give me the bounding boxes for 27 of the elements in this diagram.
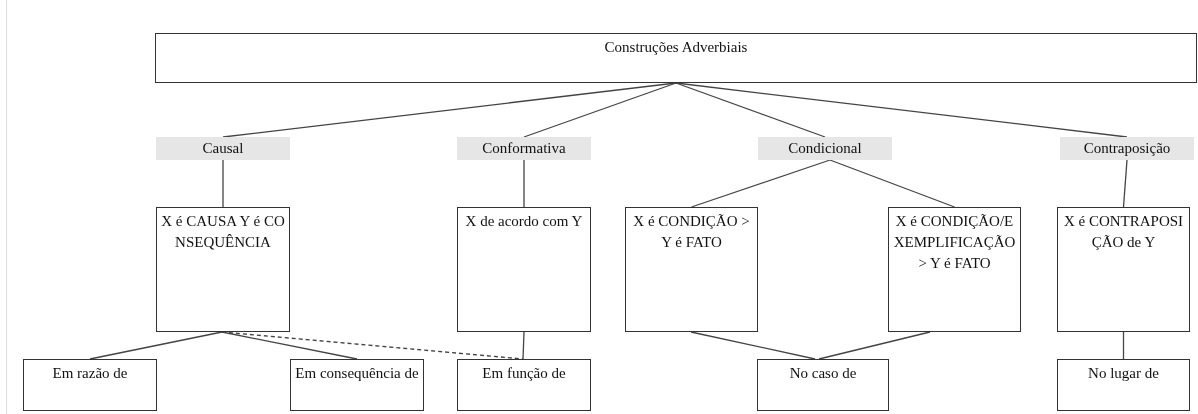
connector-line: [1122, 331, 1125, 360]
connector-line: [690, 331, 816, 360]
connector-line: [675, 82, 826, 138]
concept-box: X é CONDIÇÃO > Y é FATO: [625, 207, 758, 332]
connective-box: Em consequência de: [290, 359, 424, 411]
category-label: Causal: [156, 137, 290, 160]
category-label: Contraposição: [1060, 137, 1194, 160]
connector-line: [829, 159, 956, 208]
connector-line: [1122, 159, 1128, 208]
connector-line: [222, 159, 224, 208]
connector-line: [690, 159, 831, 208]
category-label: Condicional: [758, 137, 892, 160]
category-label: Conformativa: [457, 137, 591, 160]
connector-line: [818, 331, 931, 360]
connective-box: No caso de: [757, 359, 889, 411]
concept-box: X de acordo com Y: [457, 207, 591, 332]
title-box: Construções Adverbiais: [155, 33, 1197, 83]
connector-line: [523, 82, 677, 138]
connective-box: No lugar de: [1057, 359, 1190, 411]
connective-box: Em razão de: [23, 359, 157, 411]
concept-box: X é CONDIÇÃO/EXEMPLIFICAÇÃO > Y é FATO: [888, 207, 1021, 332]
concept-box: X é CAUSA Y é CONSEQUÊNCIA: [156, 207, 290, 332]
connector-line: [523, 159, 525, 208]
connector-line: [522, 331, 525, 360]
concept-box: X é CONTRAPOSIÇÃO de Y: [1057, 207, 1190, 332]
connector-line: [89, 331, 223, 360]
connective-box: Em função de: [457, 359, 591, 411]
